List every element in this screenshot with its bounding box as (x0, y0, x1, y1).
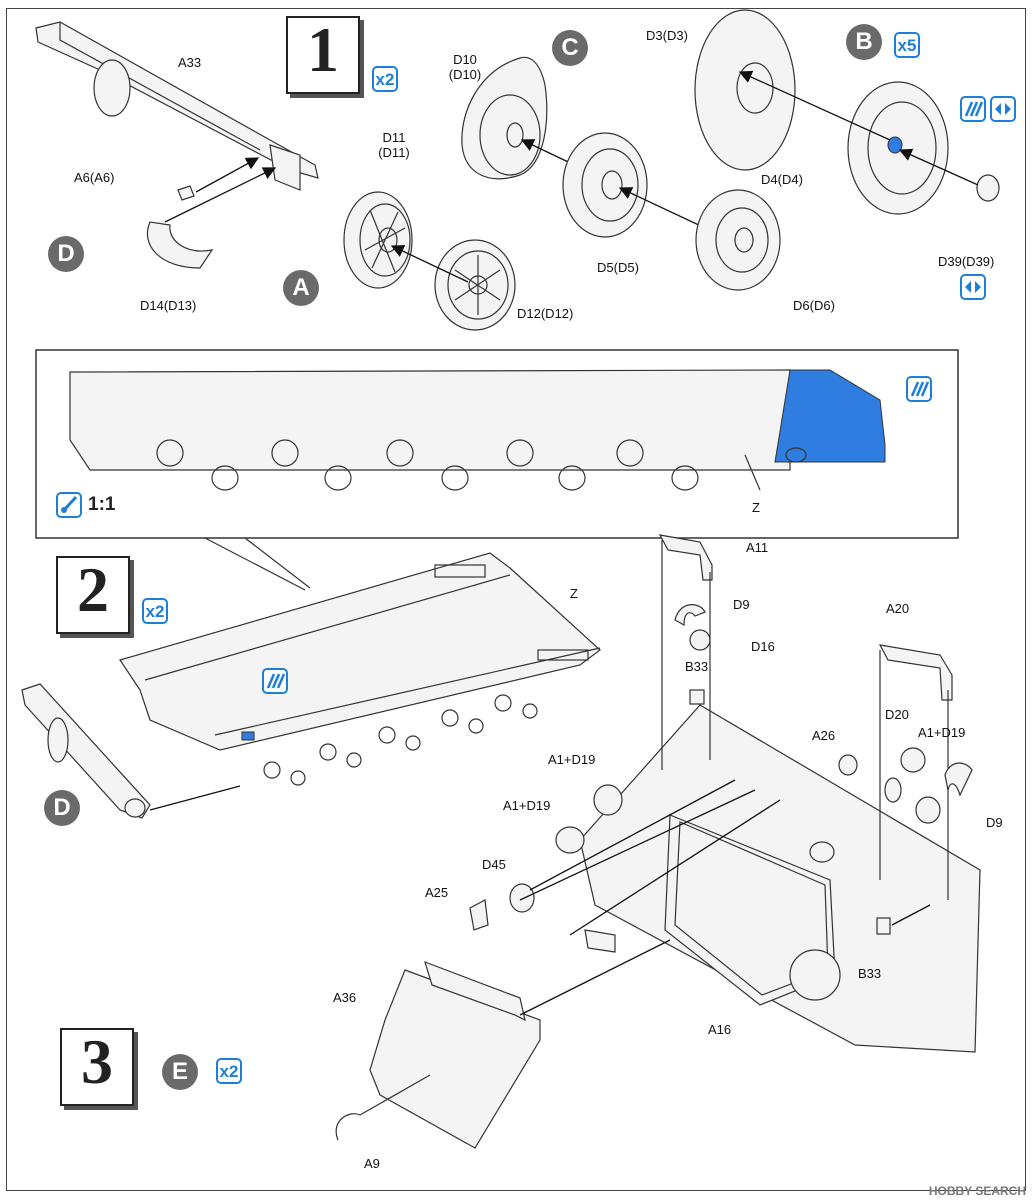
label-a26: A26 (812, 728, 836, 743)
label-b33-top: B33 (685, 659, 709, 674)
label-a1d19-left: A1+D19 (503, 798, 551, 813)
label-d10: D10(D10) (448, 52, 482, 82)
label-b33-bottom: B33 (858, 966, 882, 981)
hull-side-part (119, 552, 601, 786)
label-a11: A11 (746, 540, 769, 555)
label-a33: A33 (178, 55, 202, 70)
label-d20: D20 (885, 707, 909, 722)
paint-icon-detail (906, 376, 932, 402)
rotate-icon (990, 96, 1016, 122)
label-a20: A20 (886, 601, 910, 616)
label-d11: D11(D11) (378, 130, 410, 160)
watermark: HOBBY SEARCH (928, 1184, 1026, 1198)
step-2-number: 2 (56, 556, 130, 634)
sprue-b-multiplier: x5 (894, 32, 920, 58)
label-d9-top: D9 (733, 597, 750, 612)
label-d14: D14(D13) (140, 298, 197, 313)
label-d6: D6(D6) (793, 298, 835, 313)
sprocket-d6 (695, 189, 781, 291)
label-a6: A6(A6) (74, 170, 115, 185)
wheel-d4 (738, 70, 949, 215)
sprue-b-badge: B (846, 24, 882, 60)
label-d5: D5(D5) (597, 260, 639, 275)
label-step2-z: Z (570, 586, 578, 601)
d14-part (146, 167, 277, 269)
step-3-multiplier: x2 (216, 1058, 242, 1084)
label-a1d19-right: A1+D19 (918, 725, 966, 740)
scale-note: 1:1 (88, 494, 116, 515)
label-d12: D12(D12) (517, 306, 574, 321)
sprue-d-badge-step2: D (44, 790, 80, 826)
sprue-a-badge: A (283, 270, 319, 306)
d-fender-part (21, 683, 241, 819)
wheel-d11 (343, 191, 413, 289)
a20-handle (878, 644, 953, 900)
label-a1d19-mid: A1+D19 (548, 752, 596, 767)
sprue-d-badge: D (48, 236, 84, 272)
sprocket-d5 (562, 132, 721, 238)
label-a25: A25 (425, 885, 449, 900)
a36-hatch-part (335, 939, 671, 1149)
rear-plate-part (579, 704, 981, 1053)
step-1-number: 1 (286, 16, 360, 94)
step-2-multiplier: x2 (142, 598, 168, 624)
label-a16: A16 (708, 1022, 732, 1037)
paint-icon (960, 96, 986, 122)
label-d9-right: D9 (986, 815, 1003, 830)
label-a9: A9 (364, 1156, 380, 1171)
detail-box (35, 349, 959, 539)
label-d45: D45 (482, 857, 506, 872)
cap-d39 (898, 148, 1000, 202)
tire-d3 (694, 9, 796, 171)
label-d4: D4(D4) (761, 172, 803, 187)
a33-fender-part (35, 21, 319, 191)
label-detail-z: Z (752, 500, 760, 515)
sprue-e-badge: E (162, 1054, 198, 1090)
a6-part (177, 157, 260, 201)
scale-brush-icon (56, 492, 82, 518)
small-parts-step3 (469, 604, 973, 953)
paint-icon-step2 (262, 668, 288, 694)
wheel-d12 (390, 239, 516, 331)
a11-handle (658, 534, 713, 770)
step-1-multiplier: x2 (372, 66, 398, 92)
sprue-c-badge: C (552, 30, 588, 66)
step-3-number: 3 (60, 1028, 134, 1106)
label-a36: A36 (333, 990, 357, 1005)
page-frame (6, 8, 1026, 1191)
rotate-icon-d39 (960, 274, 986, 300)
label-d3: D3(D3) (646, 28, 688, 43)
label-d16: D16 (751, 639, 775, 654)
label-d39: D39(D39) (938, 254, 995, 269)
